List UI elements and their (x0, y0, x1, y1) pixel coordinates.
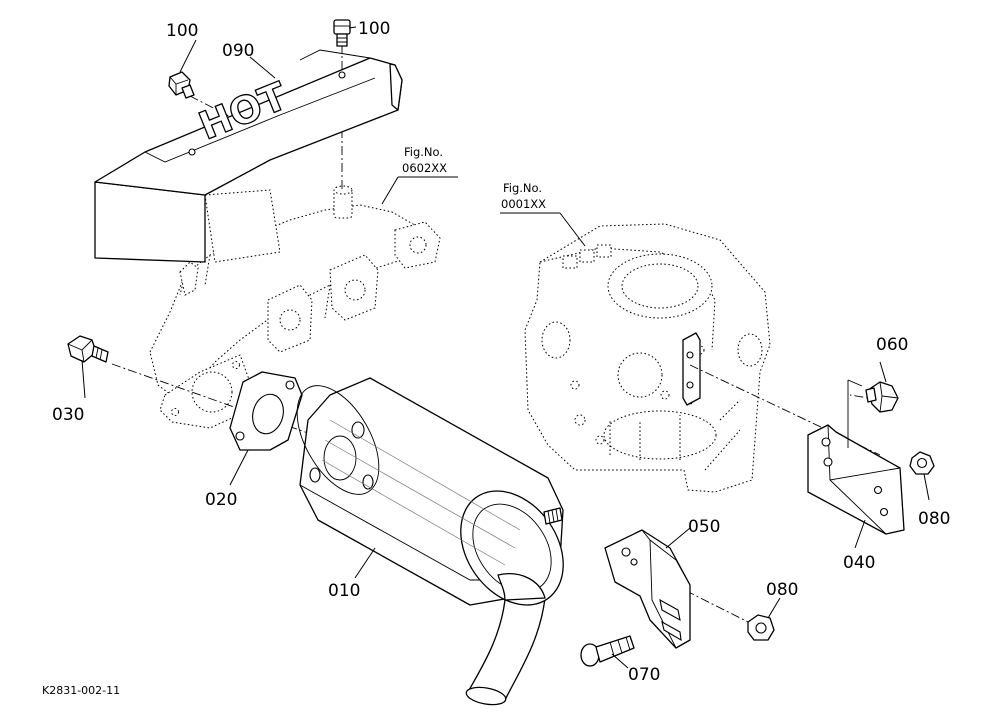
label-part-070: 070 (628, 665, 660, 685)
label-part-050: 050 (688, 517, 720, 537)
fig-ref-manifold-prefix: Fig.No. (404, 145, 443, 159)
gasket (229, 371, 303, 451)
label-part-030: 030 (52, 405, 84, 425)
drawing-code: K2831-002-11 (42, 684, 120, 697)
bracket-040 (807, 379, 905, 535)
bolt-100-left (168, 71, 195, 99)
label-part-080-bottom: 080 (766, 580, 798, 600)
nut-080-right (909, 451, 935, 475)
fig-ref-manifold-number: 0602XX (402, 161, 447, 175)
label-part-080-right: 080 (918, 509, 950, 529)
part-number-labels: 100 100 090 030 020 010 050 080 070 060 … (52, 19, 950, 685)
bolt-070 (580, 635, 635, 667)
exhaust-manifold-ghost (149, 185, 441, 429)
label-part-060: 060 (876, 335, 908, 355)
label-part-090: 090 (222, 41, 254, 61)
nut-080-bottom (747, 614, 775, 641)
bolt-030 (67, 335, 109, 363)
bracket-050 (604, 529, 691, 649)
bolt-100-top (333, 19, 351, 47)
label-part-040: 040 (843, 553, 875, 573)
muffler (296, 377, 564, 706)
engine-block-ghost (524, 223, 771, 493)
figure-reference-manifold: Fig.No. 0602XX (402, 145, 447, 175)
label-part-100-left: 100 (166, 21, 198, 41)
fig-ref-block-number: 0001XX (501, 197, 546, 211)
figure-reference-block: Fig.No. 0001XX (501, 181, 546, 211)
fig-ref-block-prefix: Fig.No. (503, 181, 542, 195)
label-part-020: 020 (205, 490, 237, 510)
label-part-010: 010 (328, 581, 360, 601)
leader-lines (81, 26, 930, 669)
bolt-060 (865, 381, 899, 413)
label-part-100-top: 100 (358, 19, 390, 39)
